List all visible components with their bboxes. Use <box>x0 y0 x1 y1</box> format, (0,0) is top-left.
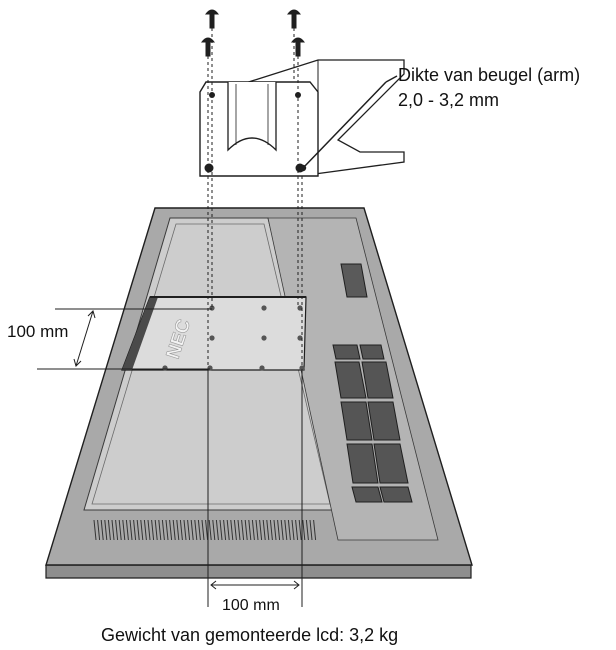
mounting-arm-bracket <box>199 59 405 177</box>
vent-slot-line <box>266 519 270 541</box>
vent-slot-line <box>118 519 122 541</box>
vent-slot-line <box>244 519 248 541</box>
vent-slot-line <box>165 519 169 541</box>
vent-slot-line <box>305 519 309 541</box>
vent-slot-line <box>255 519 259 541</box>
vent-slot-line <box>313 519 317 541</box>
vertical-dimension-lines <box>37 308 212 370</box>
vent-slot-line <box>158 519 162 541</box>
vent-slot-line <box>284 519 288 541</box>
vent-slot-line <box>291 519 295 541</box>
vent-slot-line <box>115 519 119 541</box>
vent-slot-line <box>259 519 263 541</box>
vent-slot-line <box>183 519 187 541</box>
vent-slot-line <box>140 519 144 541</box>
vertical-distance-label: 100 mm <box>7 322 69 341</box>
vent-slot-line <box>97 519 101 541</box>
vent-slot-line <box>161 519 165 541</box>
screw-alignment-guides <box>207 28 303 368</box>
vent-slot-line <box>122 519 126 541</box>
vent-slot-line <box>154 519 158 541</box>
vent-slot-line <box>302 519 306 541</box>
horizontal-dimension-lines <box>207 369 303 607</box>
vent-slot-line <box>136 519 140 541</box>
vent-slot-line <box>125 519 129 541</box>
monitor-back-panel <box>45 207 473 579</box>
vent-slot-line <box>93 519 97 541</box>
vent-slot-line <box>143 519 147 541</box>
vent-slot-line <box>100 519 104 541</box>
vent-slot-line <box>176 519 180 541</box>
vent-slot-line <box>194 519 198 541</box>
vent-slot-line <box>309 519 313 541</box>
horizontal-distance-label: 100 mm <box>222 597 280 614</box>
bracket-thickness-label: Dikte van beugel (arm) <box>398 65 581 85</box>
vent-slot-line <box>205 519 209 541</box>
vent-slot-line <box>273 519 277 541</box>
vent-slot-line <box>223 519 227 541</box>
vent-slot-line <box>111 519 115 541</box>
vent-slot-line <box>212 519 216 541</box>
vent-slot-line <box>172 519 176 541</box>
vent-slot-line <box>219 519 223 541</box>
control-panel-buttons <box>332 344 413 503</box>
vent-slot-line <box>190 519 194 541</box>
mounting-screw-icon <box>200 9 306 57</box>
vent-slot-line <box>241 519 245 541</box>
vesa-mount-recess <box>121 296 307 371</box>
vent-slot-line <box>197 519 201 541</box>
vent-slot-line <box>169 519 173 541</box>
vent-slot-line <box>104 519 108 541</box>
vent-slot-line <box>262 519 266 541</box>
vent-slot-line <box>179 519 183 541</box>
vent-slot-line <box>233 519 237 541</box>
vent-slot-line <box>215 519 219 541</box>
vent-slot <box>340 263 368 298</box>
vent-slot-line <box>280 519 284 541</box>
bracket-thickness-range: 2,0 - 3,2 mm <box>398 90 500 110</box>
weight-caption: Gewicht van gemonteerde lcd: 3,2 kg <box>101 625 399 645</box>
vent-slot-line <box>298 519 302 541</box>
vent-slot-line <box>129 519 133 541</box>
vent-slot-line <box>237 519 241 541</box>
thickness-callout-leader <box>299 75 398 172</box>
vent-slot-line <box>201 519 205 541</box>
bottom-vent-grille <box>93 519 317 541</box>
vent-slot-line <box>295 519 299 541</box>
vent-slot-line <box>248 519 252 541</box>
vent-slot-line <box>147 519 151 541</box>
vent-slot-line <box>187 519 191 541</box>
vent-slot-line <box>251 519 255 541</box>
vent-slot-line <box>230 519 234 541</box>
vent-slot-line <box>287 519 291 541</box>
vent-slot-line <box>277 519 281 541</box>
vent-slot-line <box>269 519 273 541</box>
vent-slot-line <box>226 519 230 541</box>
vent-slot-line <box>208 519 212 541</box>
vent-slot-line <box>107 519 111 541</box>
vent-slot-line <box>151 519 155 541</box>
vent-slot-line <box>133 519 137 541</box>
